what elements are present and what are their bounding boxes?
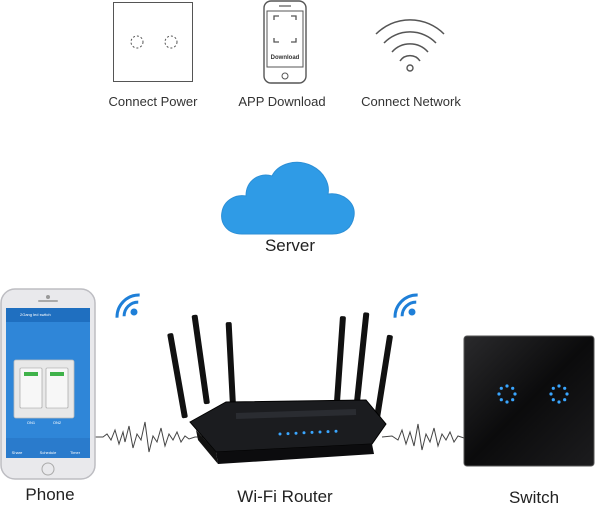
app-nav-schedule: Schedule [39, 450, 57, 455]
wifi-signal-icon [115, 293, 140, 318]
server-label: Server [264, 236, 316, 255]
app-button-on1: ON1 [26, 420, 36, 425]
phone-label: Phone [25, 485, 75, 504]
signal-wave-right [381, 412, 475, 462]
app-button-on2: ON2 [52, 420, 62, 425]
download-text: Download [270, 55, 300, 61]
switch-label: Switch [508, 488, 560, 507]
led-ring-right [549, 384, 569, 404]
switch-device [463, 335, 595, 467]
router-device [167, 312, 393, 472]
touch-switch-icon [463, 335, 595, 467]
led-ring-left [497, 384, 517, 404]
phone-device: 2Gang led switch ON1 ON2 Share Schedule … [0, 288, 96, 480]
app-screen-title: 2Gang led switch [20, 312, 51, 317]
step-label-connect-network: Connect Network [361, 94, 461, 109]
server-cloud [220, 160, 360, 238]
wifi-signal-icon [393, 293, 418, 318]
signal-wave-icon [381, 423, 475, 451]
phone-download-icon [263, 0, 307, 84]
app-nav-share: Share [11, 450, 23, 455]
step-app-download: Download [263, 0, 307, 84]
touch-panel-icon [113, 2, 193, 82]
wifi-icon [375, 19, 445, 72]
cloud-icon [221, 161, 355, 235]
step-label-app-download: APP Download [238, 94, 326, 109]
router-icon [167, 312, 393, 464]
step-label-connect-power: Connect Power [108, 94, 198, 109]
app-nav-timer: Timer [69, 450, 81, 455]
step-connect-power [113, 2, 193, 82]
step-connect-network [372, 12, 448, 72]
signal-wave-icon [95, 421, 216, 453]
signal-wave-left [95, 412, 216, 462]
wifi-signal-right [393, 280, 444, 318]
router-label: Wi-Fi Router [237, 487, 333, 506]
smartphone-icon [0, 288, 96, 480]
wifi-signal-left [115, 280, 166, 318]
